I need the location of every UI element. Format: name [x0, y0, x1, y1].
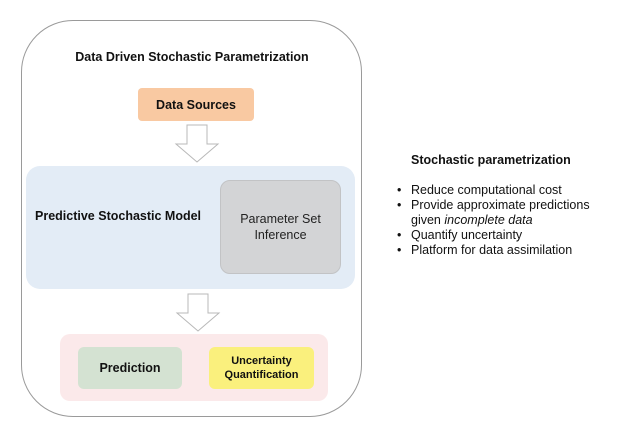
emphasis-text: incomplete data	[444, 213, 533, 227]
parameter-inference-line1: Parameter Set	[240, 212, 321, 226]
list-item: Quantify uncertainty	[397, 228, 597, 243]
list-item: Reduce computational cost	[397, 183, 597, 198]
parameter-inference-box: Parameter Set Inference	[220, 180, 341, 274]
diagram-title: Data Driven Stochastic Parametrization	[75, 50, 309, 64]
list-item: Provide approximate predictions given in…	[397, 198, 597, 228]
uncertainty-line2: Quantification	[224, 369, 299, 381]
data-sources-box: Data Sources	[138, 88, 254, 121]
uncertainty-line1: Uncertainty	[231, 355, 292, 367]
side-heading: Stochastic parametrization	[411, 153, 571, 167]
list-item: Platform for data assimilation	[397, 243, 597, 258]
benefits-list: Reduce computational cost Provide approx…	[397, 183, 597, 258]
predictive-model-label: Predictive Stochastic Model	[35, 209, 202, 223]
data-sources-label: Data Sources	[156, 97, 236, 112]
prediction-label: Prediction	[99, 361, 161, 375]
down-arrow-icon	[175, 293, 221, 332]
prediction-box: Prediction	[78, 347, 182, 389]
uncertainty-quantification-box: Uncertainty Quantification	[209, 347, 314, 389]
parameter-inference-line2: Inference	[254, 228, 307, 242]
down-arrow-icon	[174, 124, 220, 163]
